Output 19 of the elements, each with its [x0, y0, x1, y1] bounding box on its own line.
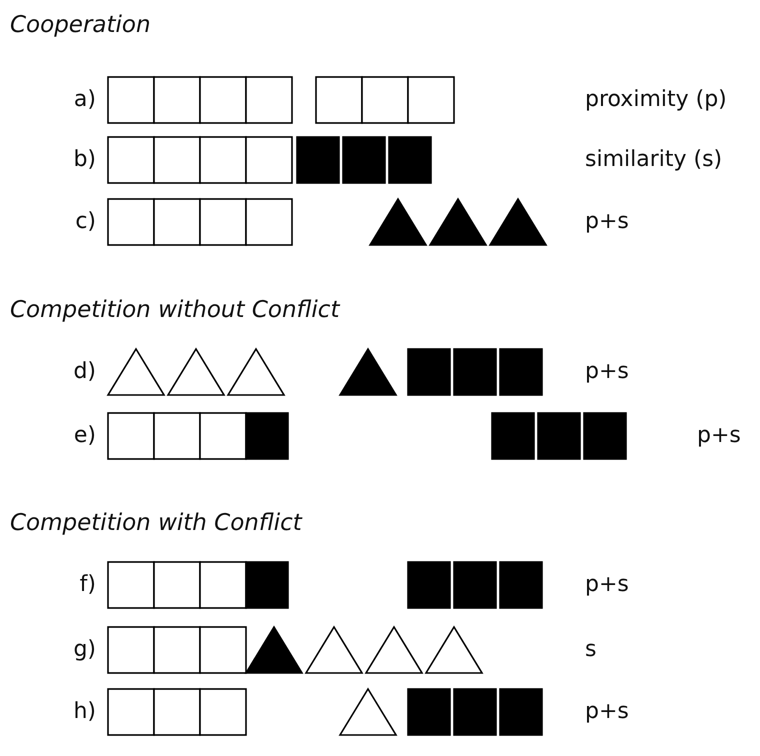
row-letter: h): [73, 699, 96, 725]
grouping-note: p+s: [585, 699, 629, 725]
grouping-note: proximity (p): [585, 87, 727, 113]
grouping-note: s: [585, 637, 596, 663]
grouping-note: p+s: [697, 423, 741, 449]
grouping-note: similarity (s): [585, 147, 722, 173]
section-heading: Cooperation: [10, 12, 151, 38]
grouping-note: p+s: [585, 209, 629, 235]
row-letter: e): [74, 423, 96, 449]
row-letter: b): [73, 147, 96, 173]
row-letter: a): [74, 87, 96, 113]
section-heading: Competition with Conflict: [10, 510, 302, 536]
section-heading: Competition without Conflict: [10, 297, 340, 323]
row-letter: g): [73, 637, 96, 663]
grouping-note: p+s: [585, 572, 629, 598]
grouping-note: p+s: [585, 359, 629, 385]
row-letter: f): [80, 572, 96, 598]
row-letter: d): [73, 359, 96, 385]
row-letter: c): [75, 209, 96, 235]
